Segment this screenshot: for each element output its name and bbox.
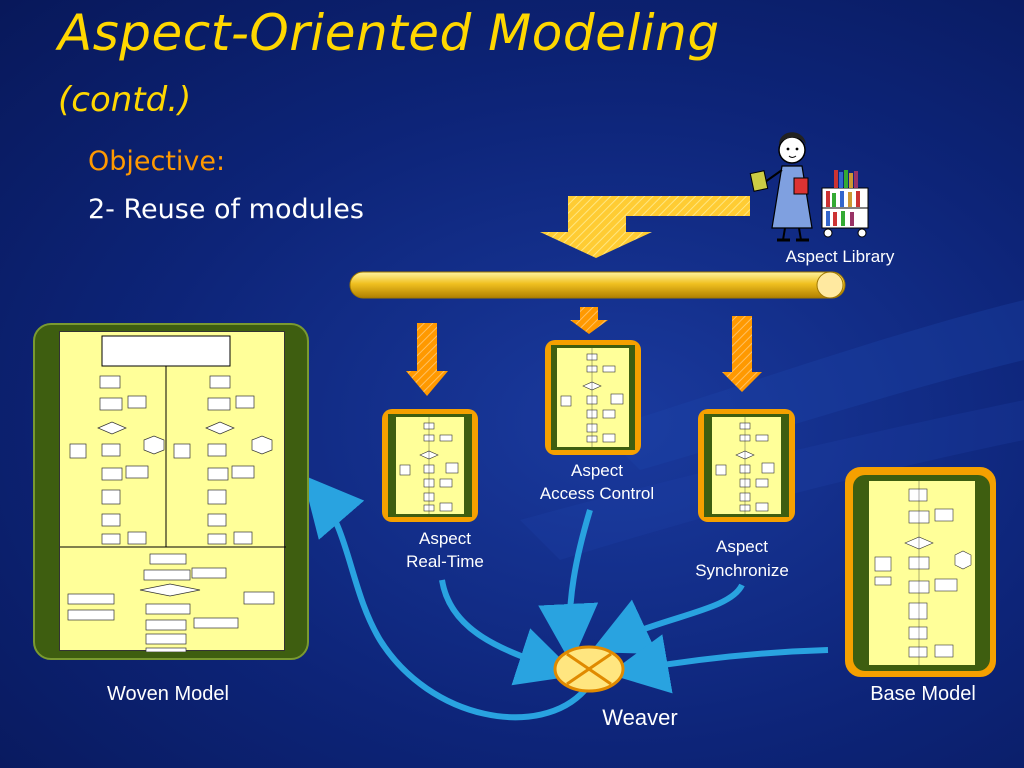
bar-end-cap	[816, 271, 844, 299]
realtime-flowchart	[399, 417, 459, 514]
library-arrow	[540, 196, 750, 258]
aspect-realtime-label-line1: Aspect	[419, 529, 471, 548]
aspect-library-label: Aspect Library	[785, 247, 895, 266]
slide-title: Aspect-Oriented Modeling	[58, 4, 720, 62]
woven-flowchart	[60, 335, 286, 652]
weaver-label: Weaver	[602, 705, 678, 730]
flow-arrow-realtime	[439, 579, 578, 686]
aspect-sync-card	[698, 409, 795, 522]
woven-model-label: Woven Model	[107, 683, 229, 705]
flow-arrow-sync	[590, 583, 745, 655]
weaver-icon	[553, 645, 625, 693]
flow-arrow-access	[538, 509, 599, 664]
bookshelf-icon	[821, 170, 869, 238]
aspect-realtime-card	[382, 409, 478, 522]
aspect-sync-label-line1: Aspect	[716, 537, 768, 556]
base-model-label: Base Model	[870, 683, 976, 705]
access-flowchart	[560, 348, 624, 447]
down-arrow-sync	[722, 316, 762, 392]
woven-model-card	[33, 323, 309, 660]
flow-arrow-woven	[302, 474, 588, 721]
aspect-bus-bar	[349, 271, 846, 299]
base-flowchart	[874, 481, 972, 665]
objective-label: Objective:	[88, 146, 226, 177]
base-model-card	[845, 467, 996, 677]
slide-subtitle: (contd.)	[58, 80, 192, 120]
librarian-icon	[749, 132, 813, 242]
aspect-access-card	[545, 340, 641, 455]
flow-arrow-base	[608, 634, 829, 694]
aspect-realtime-label-line2: Real-Time	[406, 552, 484, 571]
woven-model-diagram	[59, 331, 286, 652]
down-arrow-realtime	[406, 323, 448, 396]
aspect-access-label-line2: Access Control	[539, 484, 655, 503]
aspect-sync-label-line2: Synchronize	[695, 561, 789, 580]
objective-text: 2- Reuse of modules	[88, 194, 364, 225]
down-arrow-access	[570, 307, 608, 334]
aspect-access-label-line1: Aspect	[571, 461, 623, 480]
sync-flowchart	[715, 417, 775, 514]
